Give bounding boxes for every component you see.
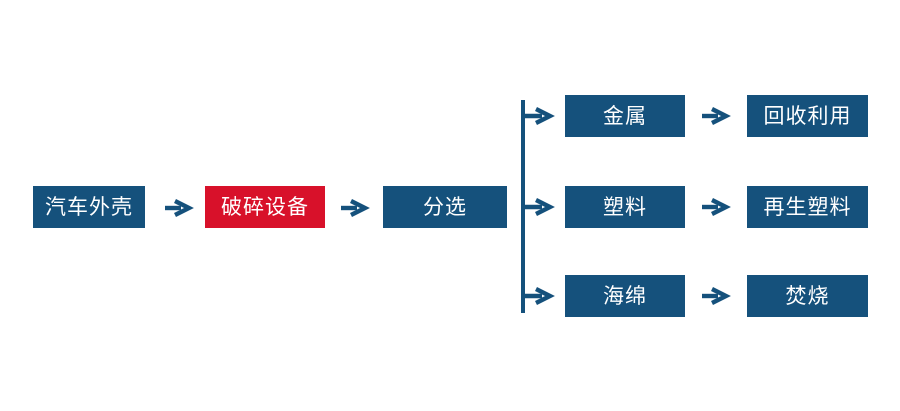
arrow-right-icon xyxy=(523,198,555,216)
arrow-right-icon xyxy=(165,199,194,217)
node-crushing-equipment: 破碎设备 xyxy=(205,186,325,228)
node-incineration: 焚烧 xyxy=(747,275,868,317)
node-plastic: 塑料 xyxy=(565,186,685,228)
arrow-right-icon xyxy=(702,107,731,125)
arrow-right-icon xyxy=(702,198,731,216)
arrow-right-icon xyxy=(523,287,555,305)
node-sponge: 海绵 xyxy=(565,275,685,317)
node-metal: 金属 xyxy=(565,95,685,137)
node-car-shell: 汽车外壳 xyxy=(33,186,145,228)
node-recycling: 回收利用 xyxy=(747,95,868,137)
arrow-right-icon xyxy=(523,107,555,125)
arrow-right-icon xyxy=(341,199,370,217)
node-sorting: 分选 xyxy=(383,186,507,228)
node-recycled-plastic: 再生塑料 xyxy=(747,186,868,228)
arrow-right-icon xyxy=(702,287,731,305)
